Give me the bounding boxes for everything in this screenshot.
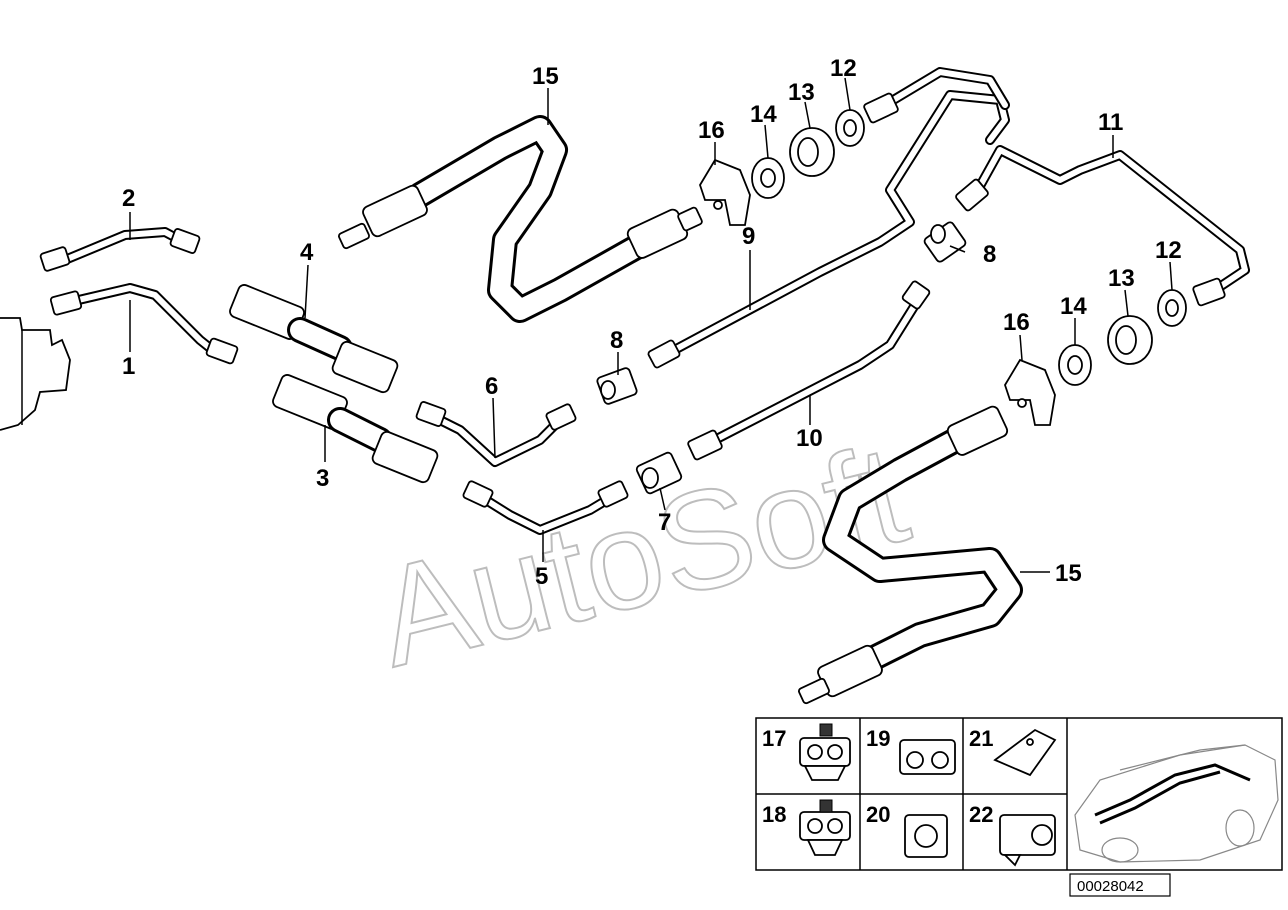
fitting-7[interactable] — [635, 451, 683, 495]
master-cylinder-edge-icon — [0, 317, 71, 431]
reference-number-box: 00028042 — [1069, 873, 1171, 897]
inset-label-20: 20 — [866, 802, 890, 827]
callout-15-lower: 15 — [1055, 560, 1082, 587]
callout-15-upper: 15 — [532, 63, 559, 90]
callout-2: 2 — [122, 185, 135, 212]
grommet-13-lower[interactable] — [1107, 315, 1153, 365]
brake-line-9[interactable] — [647, 67, 1010, 369]
callout-14-lower: 14 — [1060, 293, 1087, 320]
inset-label-17: 17 — [762, 726, 786, 751]
brake-line-2[interactable] — [39, 227, 201, 272]
clip-19[interactable]: 19 — [866, 726, 956, 775]
brake-hose-3[interactable] — [271, 373, 439, 484]
brake-hose-15-lower[interactable] — [798, 405, 1023, 705]
callout-10: 10 — [796, 425, 823, 452]
callout-8-upper: 8 — [983, 241, 996, 268]
callout-1: 1 — [122, 353, 135, 380]
callout-5: 5 — [535, 563, 548, 590]
clip-20[interactable]: 20 — [866, 802, 948, 858]
callout-7: 7 — [658, 509, 671, 536]
brake-line-6[interactable] — [415, 401, 577, 467]
callout-9: 9 — [742, 223, 755, 250]
washer-14-upper[interactable] — [751, 157, 785, 199]
callout-14-upper: 14 — [750, 101, 777, 128]
bracket-16-upper[interactable] — [699, 158, 751, 226]
brake-line-1[interactable] — [49, 283, 239, 365]
grommet-13-upper[interactable] — [789, 127, 835, 177]
brake-hose-15-upper[interactable] — [338, 115, 703, 323]
washer-12-upper[interactable] — [835, 109, 865, 147]
brake-hose-4[interactable] — [228, 283, 399, 394]
callouts: 2 1 3 4 5 6 7 8 8 9 10 11 12 12 13 13 14… — [122, 55, 1182, 590]
callout-13-lower: 13 — [1108, 265, 1135, 292]
callout-3: 3 — [316, 465, 329, 492]
bracket-16-lower[interactable] — [1004, 358, 1056, 426]
callout-6: 6 — [485, 373, 498, 400]
callout-16-upper: 16 — [698, 117, 725, 144]
clip-21[interactable]: 21 — [969, 726, 1057, 777]
callout-12-lower: 12 — [1155, 237, 1182, 264]
clip-17[interactable]: 17 — [762, 723, 851, 781]
leader-lines — [129, 77, 1173, 573]
brake-line-11[interactable] — [955, 145, 1250, 307]
inset-label-21: 21 — [969, 726, 993, 751]
fitting-8-upper[interactable] — [923, 221, 967, 263]
inset-label-18: 18 — [762, 802, 786, 827]
callout-11: 11 — [1098, 109, 1123, 136]
inset-label-22: 22 — [969, 802, 993, 827]
callout-16-lower: 16 — [1003, 309, 1030, 336]
inset-label-19: 19 — [866, 726, 890, 751]
clip-22[interactable]: 22 — [969, 802, 1056, 867]
callout-12-upper: 12 — [830, 55, 857, 82]
callout-8-lower: 8 — [610, 327, 623, 354]
reference-number: 00028042 — [1077, 878, 1144, 895]
callout-13-upper: 13 — [788, 79, 815, 106]
clip-inset-grid: 17 19 21 18 20 — [755, 717, 1283, 871]
washer-12-lower[interactable] — [1157, 289, 1187, 327]
fitting-8-lower[interactable] — [596, 367, 638, 405]
washer-14-lower[interactable] — [1058, 344, 1092, 386]
brake-line-5[interactable] — [462, 480, 629, 535]
clip-18[interactable]: 18 — [762, 799, 851, 856]
callout-4: 4 — [300, 239, 314, 266]
car-outline-icon — [1074, 744, 1279, 863]
brake-line-10[interactable] — [687, 280, 931, 461]
